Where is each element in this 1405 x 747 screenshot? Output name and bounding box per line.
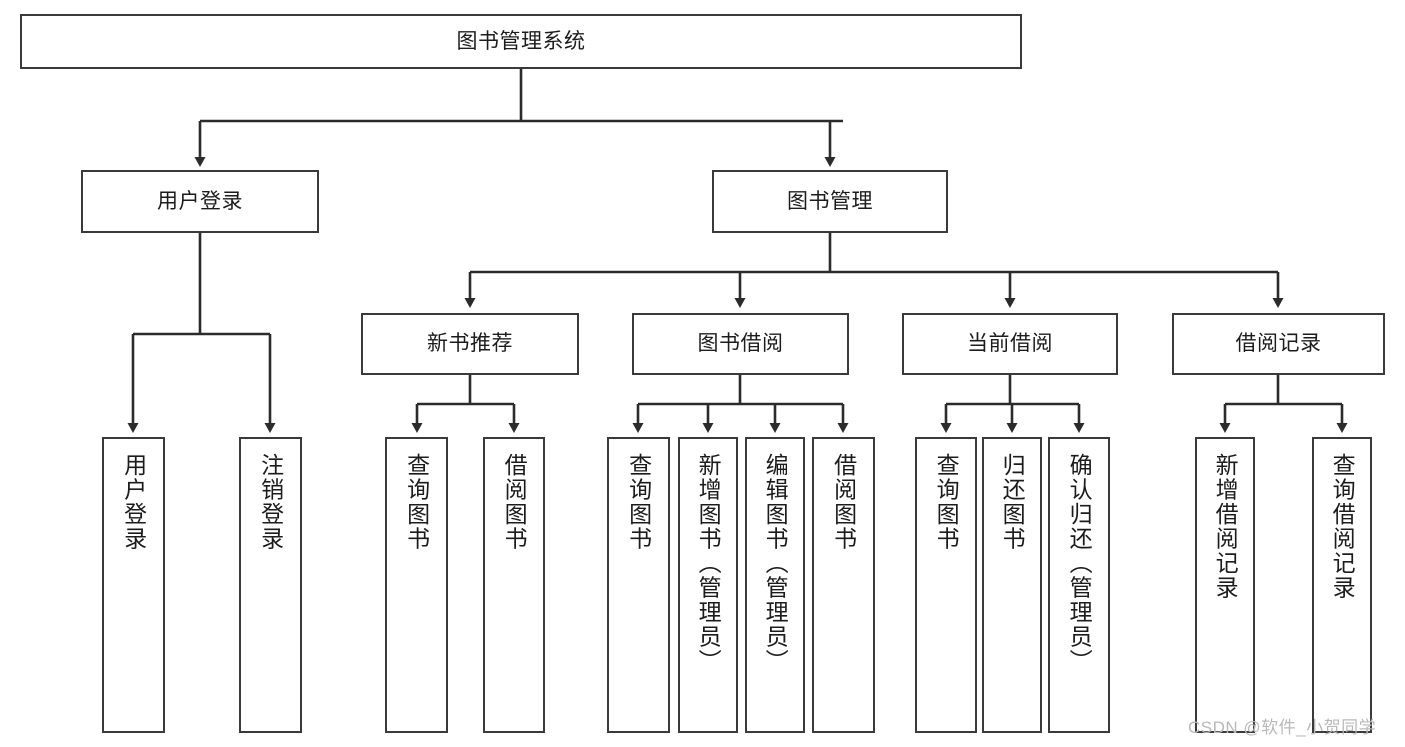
node-current-borrow[interactable]: 当前借阅 — [902, 313, 1118, 375]
leaf-new-book-borrow[interactable]: 借阅图书 — [483, 437, 545, 733]
node-new-book-recommend[interactable]: 新书推荐 — [361, 313, 579, 375]
node-book-borrow[interactable]: 图书借阅 — [632, 313, 849, 375]
node-current-borrow-label: 当前借阅 — [967, 332, 1053, 356]
node-book-management-label: 图书管理 — [787, 189, 873, 213]
leaf-new-book-query[interactable]: 查询图书 — [385, 437, 448, 733]
leaf-user-login-signin-label: 用户登录 — [120, 453, 147, 551]
leaf-current-borrow-query[interactable]: 查询图书 — [915, 437, 977, 733]
leaf-book-borrow-query-label: 查询图书 — [625, 453, 652, 551]
leaf-book-borrow-borrow[interactable]: 借阅图书 — [812, 437, 875, 733]
node-new-book-recommend-label: 新书推荐 — [427, 332, 513, 356]
leaf-borrow-record-add[interactable]: 新增借阅记录 — [1195, 437, 1255, 733]
leaf-new-book-query-label: 查询图书 — [403, 453, 430, 551]
leaf-user-login-signin[interactable]: 用户登录 — [102, 437, 165, 733]
leaf-borrow-record-query[interactable]: 查询借阅记录 — [1312, 437, 1372, 733]
leaf-current-borrow-return-label: 归还图书 — [999, 453, 1026, 551]
leaf-user-login-signout[interactable]: 注销登录 — [239, 437, 302, 733]
node-book-borrow-label: 图书借阅 — [697, 332, 784, 356]
leaf-book-borrow-edit-label: 编辑图书（管理员） — [762, 453, 789, 674]
leaf-book-borrow-add-label: 新增图书（管理员） — [695, 453, 722, 674]
leaf-book-borrow-edit[interactable]: 编辑图书（管理员） — [745, 437, 805, 733]
leaf-current-borrow-confirm-label: 确认归还（管理员） — [1066, 453, 1093, 674]
leaf-current-borrow-confirm[interactable]: 确认归还（管理员） — [1048, 437, 1110, 733]
leaf-current-borrow-return[interactable]: 归还图书 — [982, 437, 1042, 733]
leaf-borrow-record-query-label: 查询借阅记录 — [1329, 453, 1356, 600]
node-user-login-label: 用户登录 — [157, 189, 243, 213]
node-user-login[interactable]: 用户登录 — [81, 170, 319, 233]
csdn-watermark: CSDN @软件_小贺同学 — [1188, 718, 1377, 737]
leaf-user-login-signout-label: 注销登录 — [257, 453, 284, 551]
node-root[interactable]: 图书管理系统 — [20, 14, 1022, 69]
node-borrow-record[interactable]: 借阅记录 — [1172, 313, 1385, 375]
leaf-book-borrow-query[interactable]: 查询图书 — [607, 437, 670, 733]
leaf-book-borrow-borrow-label: 借阅图书 — [830, 453, 857, 551]
leaf-new-book-borrow-label: 借阅图书 — [501, 453, 528, 551]
leaf-current-borrow-query-label: 查询图书 — [933, 453, 960, 551]
leaf-book-borrow-add[interactable]: 新增图书（管理员） — [678, 437, 738, 733]
node-root-label: 图书管理系统 — [456, 29, 586, 53]
node-book-management[interactable]: 图书管理 — [712, 170, 948, 233]
node-borrow-record-label: 借阅记录 — [1235, 332, 1322, 356]
leaf-borrow-record-add-label: 新增借阅记录 — [1212, 453, 1239, 600]
